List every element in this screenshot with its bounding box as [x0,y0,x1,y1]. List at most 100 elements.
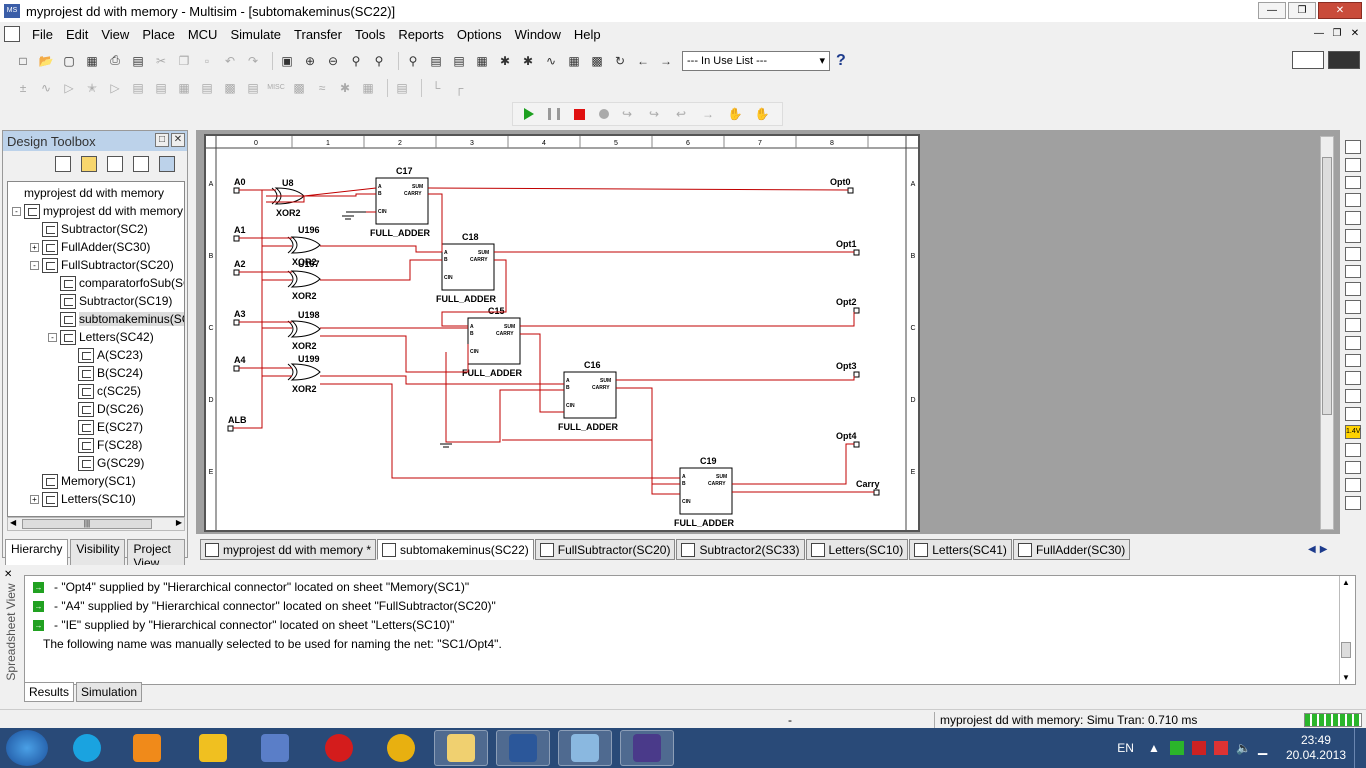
result-row[interactable]: The following name was manually selected… [43,637,502,651]
four-channel-scope-icon[interactable] [1345,211,1361,225]
forward-annotate-icon[interactable]: → [660,53,672,68]
logic-converter-icon[interactable] [1345,282,1361,297]
sheet-tab[interactable]: myprojest dd with memory * [200,539,377,560]
tree-item[interactable]: -FullSubtractor(SC20) [30,256,174,274]
taskbar-app-lightning[interactable] [186,730,240,766]
print-preview-icon[interactable]: ▤ [132,53,144,68]
resistor-icon[interactable]: ∿ [40,80,52,95]
doc-close-icon[interactable]: ✕ [1350,28,1360,39]
tree-horizontal-scrollbar[interactable]: ◀ ||| ▶ [7,517,185,531]
taskbar-skype[interactable] [60,730,114,766]
expand-icon[interactable]: + [30,242,39,252]
fullscreen-icon[interactable]: ▣ [281,53,293,68]
spreadsheet-close-icon[interactable]: ✕ [4,569,13,580]
bus-icon[interactable]: ✱ [339,80,351,95]
expand-icon[interactable]: + [30,494,39,504]
hierarchy-tree[interactable]: myprojest dd with memory-myprojest dd wi… [7,181,185,517]
tree-item[interactable]: c(SC25) [66,382,141,400]
place-connector-icon[interactable]: └ [431,80,441,95]
sheet-tab[interactable]: Letters(SC41) [909,539,1012,560]
indicator-icon[interactable]: ▩ [224,80,236,95]
menu-edit[interactable]: Edit [65,26,89,42]
transistor-icon[interactable]: ✭ [86,80,98,95]
measurement-probe-icon[interactable] [1345,496,1361,510]
component-wizard-icon[interactable]: ✱ [522,53,534,68]
frequency-counter-icon[interactable] [1345,246,1361,261]
minimize-button[interactable]: — [1258,2,1286,19]
misc-icon[interactable]: ▤ [247,80,259,95]
word-generator-icon[interactable] [1345,264,1361,279]
language-indicator[interactable]: EN [1117,741,1134,755]
zoom-fit-icon[interactable]: ⚲ [374,53,384,68]
mcu-icon[interactable]: ▦ [178,80,190,95]
print-icon[interactable]: ⎙ [110,53,120,67]
function-generator-icon[interactable] [1345,157,1361,172]
result-row[interactable]: →- "A4" supplied by "Hierarchical connec… [33,599,496,613]
collapse-icon[interactable]: - [30,260,39,270]
step-over-icon[interactable]: ↪ [648,107,660,121]
toolbox-close-icon[interactable]: ✕ [171,133,185,147]
taskbar-paint[interactable] [558,730,612,766]
tab-results[interactable]: Results [24,682,75,702]
tree-item[interactable]: myprojest dd with memory [12,184,164,202]
ttl-icon[interactable]: ▤ [132,80,144,95]
menu-window[interactable]: Window [514,26,561,42]
redo-icon[interactable]: ↷ [247,53,259,68]
labview-icon[interactable] [1345,460,1361,475]
sheet-tab[interactable]: FullSubtractor(SC20) [534,539,676,560]
tray-expand-icon[interactable]: ▲ [1147,741,1160,755]
open-folder-icon[interactable]: 📂 [38,53,54,68]
tree-item[interactable]: D(SC26) [66,400,144,418]
workspace-scroll-thumb[interactable] [1322,157,1332,415]
volume-icon[interactable]: 🔈 [1235,741,1251,755]
diode-icon[interactable]: ▷ [64,80,74,95]
spreadsheet-toggle-icon[interactable]: ▤ [453,53,465,68]
run-to-cursor-icon[interactable]: → [702,107,714,121]
menu-file[interactable]: File [32,26,53,42]
zoom-area-icon[interactable]: ⚲ [351,53,361,68]
results-scrollbar[interactable]: ▲ ▼ [1339,576,1353,684]
collapse-icon[interactable]: - [12,206,21,216]
menu-view[interactable]: View [101,26,130,42]
scroll-left-icon[interactable]: ◀ [10,518,17,527]
toolbox-toggle-icon[interactable]: ▤ [430,53,442,68]
menu-simulate[interactable]: Simulate [230,26,282,42]
zoom-in-icon[interactable]: ⊕ [304,53,316,68]
tree-item[interactable]: +FullAdder(SC30) [30,238,150,256]
tray-network-warning-icon[interactable] [1191,741,1206,755]
scroll-right-icon[interactable]: ▶ [175,518,182,527]
zoom-out-icon[interactable]: ⊖ [327,53,339,68]
multisim-app-icon[interactable]: MS [4,4,20,18]
toolbox-pin-icon[interactable]: □ [155,133,169,147]
bode-plotter-icon[interactable] [1345,228,1361,243]
grid-icon[interactable]: ▦ [476,53,488,68]
save-icon[interactable]: ▢ [63,53,75,68]
help-button[interactable]: ? [836,51,846,69]
electro-mech-icon[interactable]: ▩ [293,80,305,95]
multimeter-icon[interactable] [1345,140,1361,154]
grapher-icon[interactable]: ∿ [545,53,557,68]
back-annotate-icon[interactable]: ← [637,53,649,68]
tree-item[interactable]: B(SC24) [66,364,143,382]
tree-item[interactable]: F(SC28) [66,436,142,454]
tray-app-icon[interactable] [1169,741,1184,755]
result-row[interactable]: →- "Opt4" supplied by "Hierarchical conn… [33,580,469,594]
toggle-breakpoint-icon[interactable]: ✋ [727,107,743,121]
breadboard-icon[interactable] [1328,51,1360,69]
tree-scroll-thumb[interactable]: ||| [22,519,152,529]
distortion-analyzer-icon[interactable] [1345,335,1361,350]
tree-item[interactable]: A(SC23) [66,346,143,364]
spectrum-analyzer-icon[interactable] [1345,353,1361,368]
scroll-up-icon[interactable]: ▲ [1342,578,1350,587]
show-desktop-button[interactable] [1354,728,1366,768]
tree-item[interactable]: comparatorfoSub(SC [48,274,184,292]
step-out-icon[interactable]: ↩ [675,107,687,121]
source-icon[interactable]: ± [19,80,27,95]
doc-minimize-icon[interactable]: — [1314,28,1324,39]
in-use-list-dropdown[interactable]: --- In Use List --- ▾ [682,50,830,71]
tree-item[interactable]: Subtractor(SC2) [30,220,148,238]
taskbar-search-app[interactable] [248,730,302,766]
scroll-down-icon[interactable]: ▼ [1342,673,1350,682]
tree-item[interactable]: G(SC29) [66,454,144,472]
